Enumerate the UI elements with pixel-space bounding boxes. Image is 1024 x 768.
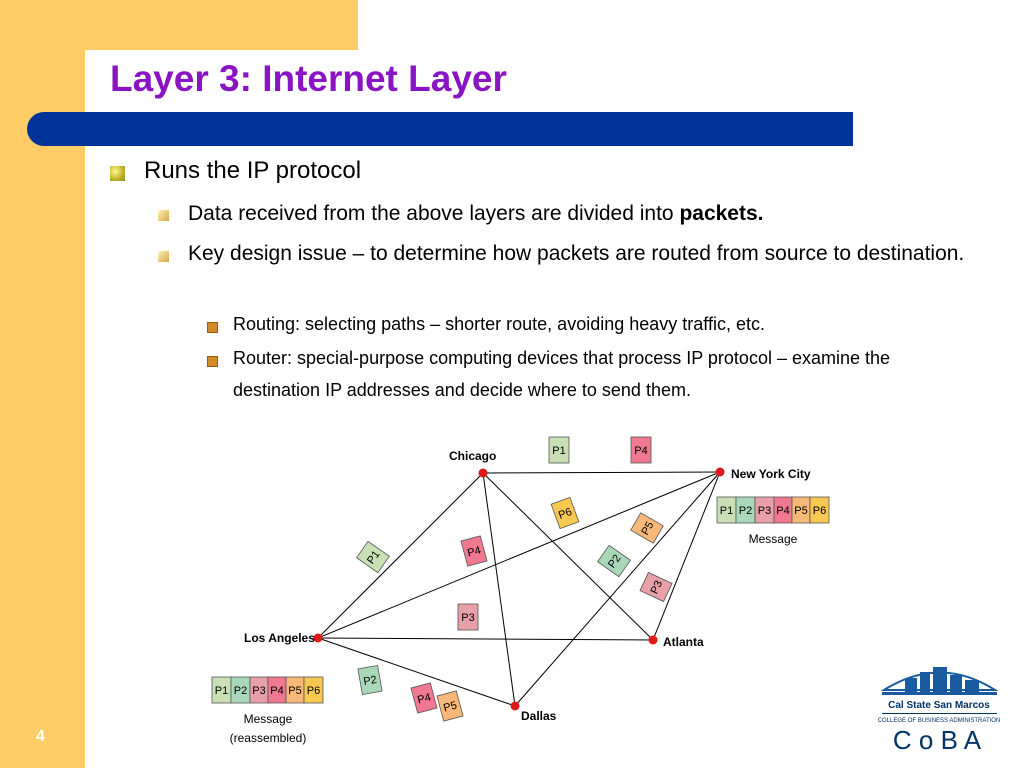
network-links [317, 471, 721, 707]
packet-p2-right: P2 [597, 544, 631, 578]
message-label-la: Message [244, 712, 293, 726]
packet-p3-right: P3 [639, 571, 673, 603]
bullet-level3-router: Router: special-purpose computing device… [233, 348, 891, 400]
packet-label: P6 [557, 506, 574, 522]
link-chicago-dallas [482, 472, 516, 707]
city-label-chicago: Chicago [449, 449, 496, 463]
message-label-nyc: Message [749, 532, 798, 546]
message-packet-p1: P1 [215, 685, 228, 697]
message-packet-p5: P5 [794, 505, 807, 517]
packet-label: P5 [639, 520, 656, 538]
packet-p3-mid: P3 [457, 603, 479, 631]
node-la [313, 633, 323, 643]
message-packet-p1: P1 [720, 505, 733, 517]
packet-p5-bottom: P5 [436, 690, 464, 722]
packet-p5-mid: P5 [630, 512, 664, 544]
link-chicago-nyc [482, 471, 721, 474]
bullet-marker-level1 [110, 166, 125, 181]
link-chicago-atlanta [482, 472, 654, 641]
city-label-la: Los Angeles [244, 631, 315, 645]
message-packet-p3: P3 [252, 685, 265, 697]
bullet-marker-level2 [158, 251, 169, 262]
bullet-text: Data received from the above layers are … [188, 202, 680, 225]
bullet-level1: Runs the IP protocol [144, 157, 362, 184]
bullet-marker-level3 [207, 322, 218, 333]
bullet-level2-packets: Data received from the above layers are … [188, 197, 988, 230]
message-la: P1 P2 P3 P4 P5 P6 Message (reassembled) [211, 676, 324, 745]
packet-p1-top: P1 [548, 436, 570, 464]
logo-acronym: C o B A [893, 725, 982, 755]
packet-label: P3 [649, 579, 666, 596]
message-reassembled-label: (reassembled) [230, 731, 307, 745]
link-chicago-la [317, 472, 484, 639]
node-nyc [715, 467, 725, 477]
page-number: 4 [36, 728, 45, 745]
packet-label: P1 [552, 445, 565, 457]
logo-baseline [882, 692, 997, 695]
logo-university: Cal State San Marcos [888, 700, 990, 711]
link-la-dallas [317, 637, 516, 707]
packet-label: P2 [362, 674, 377, 688]
link-la-atlanta [317, 637, 654, 641]
message-packet-p6: P6 [307, 685, 320, 697]
packet-p2-bottom: P2 [357, 664, 383, 696]
packet-label: P4 [416, 691, 432, 706]
node-chicago [478, 468, 488, 478]
logo-divider [882, 713, 997, 714]
packets-in-transit: P1 P4 P6 P5 P1 P4 P2 P3 [356, 436, 673, 722]
message-packet-p4: P4 [776, 505, 789, 517]
slide-content-area [85, 50, 1024, 768]
bullet-marker-level2 [158, 210, 169, 221]
node-dallas [510, 701, 520, 711]
message-packet-p5: P5 [288, 685, 301, 697]
link-nyc-atlanta [652, 471, 721, 641]
message-packet-p4: P4 [270, 685, 283, 697]
bullet-level2-design-issue: Key design issue – to determine how pack… [188, 242, 965, 265]
logo-college: COLLEGE OF BUSINESS ADMINISTRATION [878, 718, 1001, 724]
message-packet-p3: P3 [758, 505, 771, 517]
logo-buildings-icon [905, 667, 979, 692]
packet-p4-bottom: P4 [410, 682, 438, 714]
city-label-nyc: New York City [731, 467, 811, 481]
slide-title: Layer 3: Internet Layer [110, 58, 507, 99]
city-label-atlanta: Atlanta [663, 635, 704, 649]
link-nyc-dallas [514, 471, 721, 707]
message-packet-p2: P2 [739, 505, 752, 517]
link-nyc-la [317, 471, 721, 639]
city-label-dallas: Dallas [521, 709, 557, 723]
packet-p4-top: P4 [630, 436, 652, 464]
packet-label: P5 [442, 699, 458, 714]
packet-label: P3 [461, 612, 474, 624]
node-atlanta [648, 635, 658, 645]
coba-logo: Cal State San Marcos COLLEGE OF BUSINESS… [878, 667, 1001, 755]
packet-p1-left: P1 [356, 540, 390, 574]
bullet-marker-level3 [207, 356, 218, 367]
packet-label: P4 [466, 544, 482, 559]
bullet-level3-routing: Routing: selecting paths – shorter route… [233, 314, 765, 334]
message-packet-p2: P2 [234, 685, 247, 697]
packet-label: P4 [634, 445, 647, 457]
packet-p6-mid: P6 [550, 496, 580, 530]
title-underline-bar [27, 112, 853, 146]
bold-term-packets: packets. [679, 202, 764, 225]
message-nyc: P1 P2 P3 P4 P5 P6 Message [716, 496, 830, 546]
slide-frame-top [0, 0, 358, 50]
packet-p4-mid: P4 [460, 535, 488, 567]
message-packet-p6: P6 [813, 505, 826, 517]
